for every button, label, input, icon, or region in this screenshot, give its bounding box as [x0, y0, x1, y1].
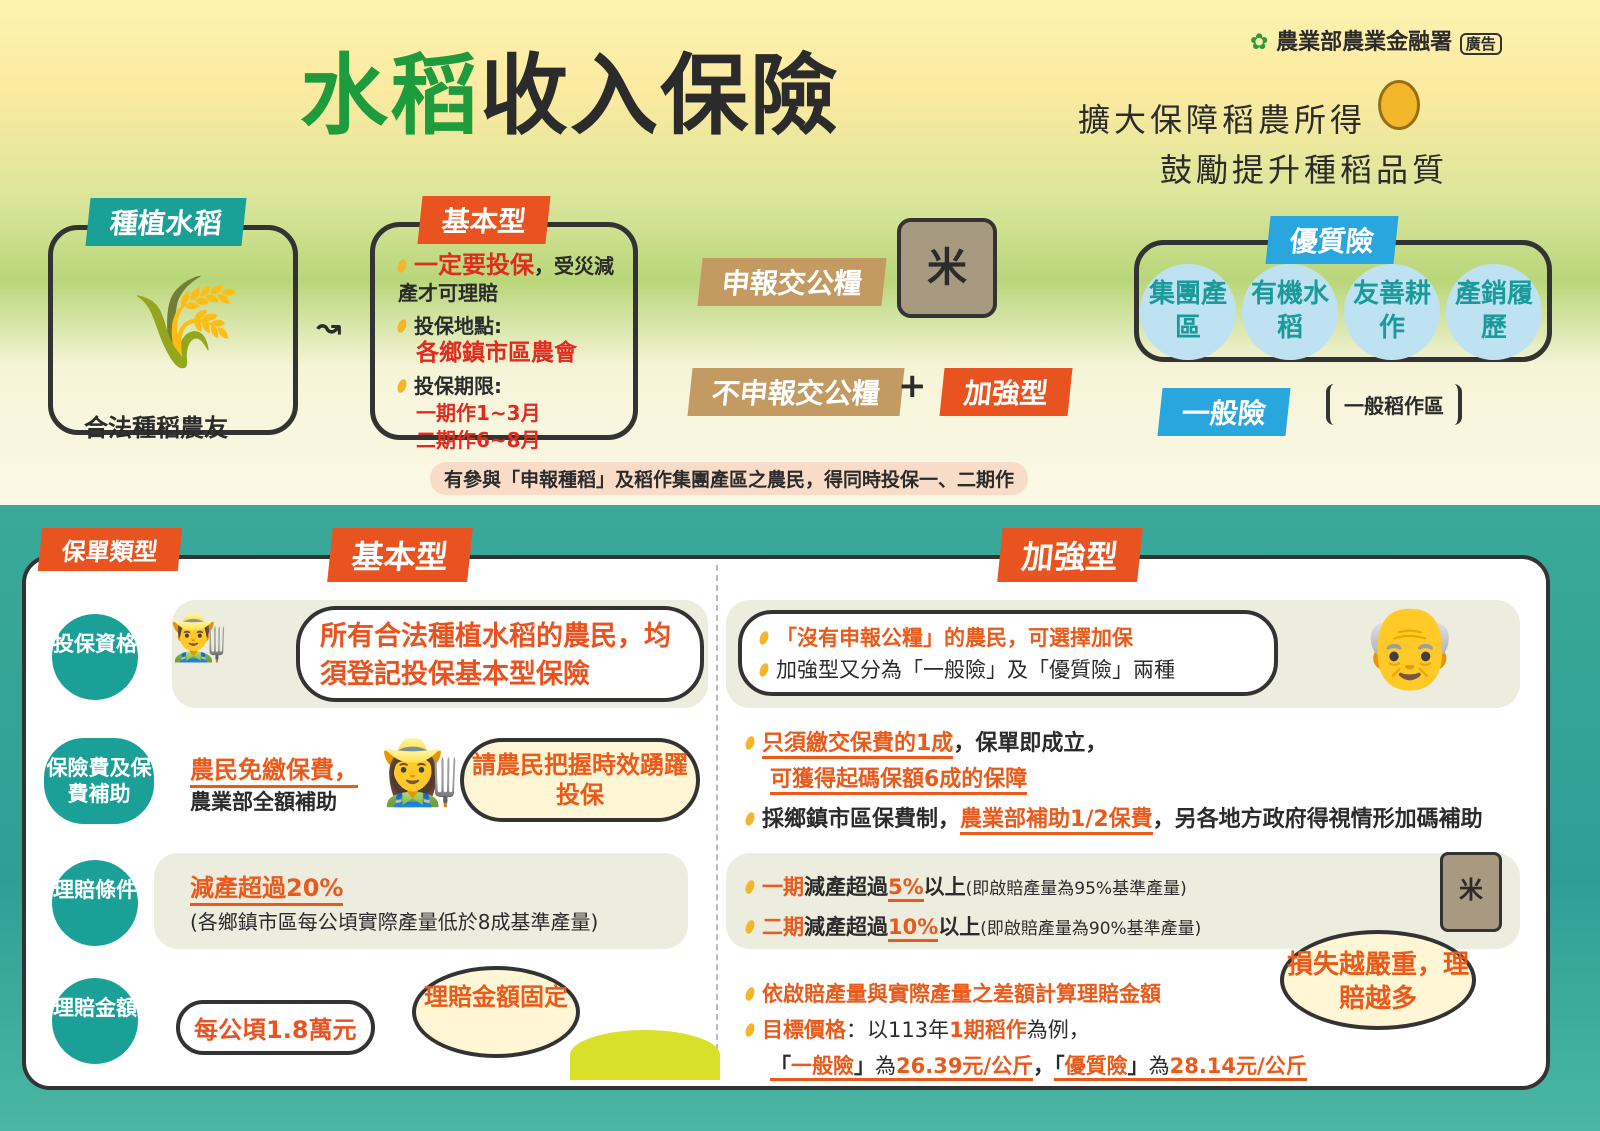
old-farmer-icon: 👴 [1360, 600, 1460, 693]
basic-point-2: 投保地點:各鄉鎮市區農會 [398, 313, 628, 367]
row-label-claim-amount: 理賠金額 [52, 978, 138, 1064]
quality-item-cluster: 集團產區 [1140, 264, 1236, 360]
row-label-eligibility: 投保資格 [52, 614, 138, 700]
agency-logo: ✿ 農業部農業金融署 廣告 [1250, 24, 1502, 56]
ad-tag: 廣告 [1459, 33, 1502, 55]
title-rice: 水稻 [300, 44, 481, 147]
quality-item-traceability: 產銷履歷 [1446, 264, 1542, 360]
no-declare-grain-label: 不申報交公糧 [687, 368, 905, 416]
arrow-icon: ↝ [316, 310, 342, 345]
quality-item-organic: 有機水稻 [1242, 264, 1338, 360]
farmer-with-money-icon: 👩‍🌾 [380, 736, 460, 810]
rice-plant-icon: 🌾 [130, 270, 243, 375]
enhanced-premium: 只須繳交保費的1成，保單即成立， 可獲得起碼保額6成的保障 採鄉鎮市區保費制，農… [746, 726, 1483, 838]
slogan-line-1: 擴大保障稻農所得 [1078, 101, 1367, 139]
plant-label: 種植水稻 [85, 198, 247, 246]
enhanced-eligibility-2: 加強型又分為「一般險」及「優質險」兩種 [760, 654, 1256, 686]
enhanced-claim: 一期減產超過5%以上(即啟賠產量為95%基準產量) 二期減產超過10%以上(即啟… [746, 868, 1201, 948]
policy-type-label: 保單類型 [37, 528, 183, 571]
enhanced-eligibility-1: 「沒有申報公糧」的農民，可選擇加保 [760, 622, 1256, 654]
dual-period-note: 有參與「申報種稻」及稻作集團產區之農民，得同時投保一、二期作 [430, 462, 1029, 495]
farmer-icon: 👨‍🌾 [170, 610, 228, 664]
enhanced-column-header: 加強型 [997, 528, 1143, 582]
basic-premium-bubble: 請農民把握時效踴躍投保 [460, 738, 700, 822]
quality-insurance-label: 優質險 [1265, 216, 1399, 264]
slogan-line-2: 鼓勵提升種稻品質 [1160, 151, 1449, 189]
general-insurance-label: 一般險 [1157, 388, 1291, 436]
basic-premium-free: 農民免繳保費， [190, 750, 358, 788]
basic-claim-amount: 每公頃1.8萬元 [176, 1000, 375, 1055]
basic-eligibility-text: 所有合法種植水稻的農民，均須登記投保基本型保險 [296, 606, 704, 702]
basic-claim-detail: (各鄉鎮市區每公頃實際產量低於8成基準產量) [190, 910, 599, 934]
grain-sack-icon: 米 [897, 218, 997, 318]
basic-claim-threshold: 減產超過20% [190, 868, 344, 906]
plus-sign: + [898, 366, 927, 406]
basic-claim-box [154, 853, 688, 949]
enhanced-claim-amount: 依啟賠產量與實際產量之差額計算理賠金額 目標價格：以113年1期稻作為例， 「一… [746, 976, 1307, 1084]
general-area-label: 一般稻作區 [1326, 384, 1462, 425]
row-label-premium: 保險費及保費補助 [44, 738, 154, 824]
basic-label: 基本型 [417, 196, 551, 244]
agency-name: 農業部農業金融署 [1276, 30, 1453, 55]
basic-premium-subsidy: 農業部全額補助 [190, 790, 337, 814]
basic-column-header: 基本型 [327, 528, 473, 582]
agency-leaf-icon: ✿ [1250, 30, 1269, 55]
rice-sack-icon: 米 [1440, 852, 1502, 932]
basic-point-1: 一定要投保，受災減產才可理賠 [398, 252, 628, 307]
row-label-claim-condition: 理賠條件 [52, 860, 138, 946]
declare-grain-label: 申報交公糧 [697, 258, 887, 306]
plant-desc: 合法種稻農友 [84, 414, 228, 442]
basic-point-3: 投保期限:一期作1~3月二期作6~8月 [398, 373, 628, 454]
field-hill-icon [570, 1030, 720, 1080]
enhanced-amount-bubble: 損失越嚴重，理賠越多 [1280, 930, 1476, 1030]
enhanced-label: 加強型 [939, 368, 1073, 416]
basic-amount-bubble: 理賠金額固定 [412, 966, 580, 1058]
quality-item-friendly: 友善耕作 [1344, 264, 1440, 360]
enhanced-eligibility-bubble: 「沒有申報公糧」的農民，可選擇加保 加強型又分為「一般險」及「優質險」兩種 [738, 610, 1278, 696]
basic-points: 一定要投保，受災減產才可理賠 投保地點:各鄉鎮市區農會 投保期限:一期作1~3月… [398, 252, 628, 454]
title-income-insurance: 收入保險 [480, 44, 841, 147]
column-divider [716, 565, 718, 1080]
poster-title: 水稻收入保險 [300, 25, 840, 152]
coins-icon [1378, 80, 1420, 130]
